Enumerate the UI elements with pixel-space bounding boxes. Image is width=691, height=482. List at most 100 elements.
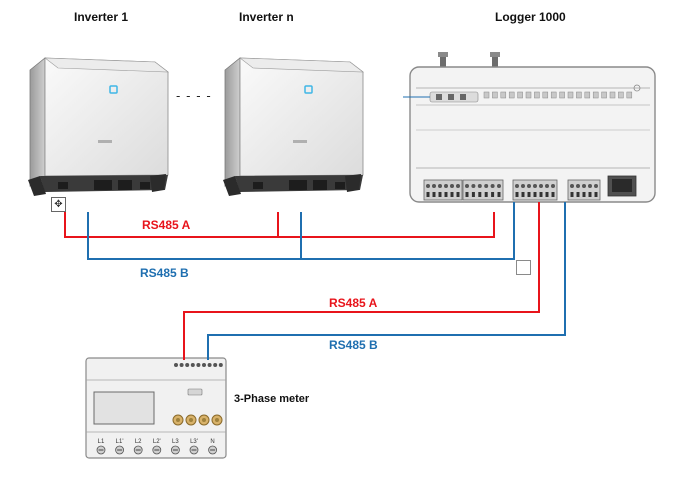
logger-wire-slot [456, 192, 460, 197]
logger-wire-slot [545, 192, 549, 197]
logger-indicator [576, 91, 582, 99]
top-rs485-b-label: RS485 B [140, 266, 189, 280]
logger-wire-slot [471, 192, 475, 197]
logger-wire-slot [491, 192, 495, 197]
meter-top-screw [174, 363, 178, 367]
logger-screw [477, 184, 482, 188]
logger-indicator [492, 91, 498, 99]
logger-wire-slot [539, 192, 543, 197]
logger-screw [582, 184, 586, 188]
square-handle-icon[interactable] [516, 260, 531, 275]
logger-wire-slot [582, 192, 586, 197]
meter-rs485-a-label: RS485 A [329, 296, 378, 310]
meter-adjustment-knobs [172, 414, 223, 426]
logger-indicator [542, 91, 549, 99]
inverter-1-label: Inverter 1 [74, 10, 129, 24]
logger-indicator [550, 91, 557, 99]
logger-indicator [559, 91, 565, 99]
logger-wire-slot [497, 192, 501, 197]
logger-screw [465, 184, 469, 188]
logger-screw [594, 184, 598, 188]
inverter-n-device [223, 57, 364, 196]
logger-indicator [508, 91, 515, 99]
meter-top-screw [190, 363, 195, 367]
wire-top-rs485-b [87, 202, 515, 260]
logger-indicator [517, 91, 523, 99]
logger-screw [444, 184, 448, 188]
meter-knob-center [215, 418, 219, 422]
meter-knob-center [202, 418, 206, 422]
logger-indicator [534, 91, 540, 99]
logger-wire-slot [478, 192, 482, 197]
logger-screw [432, 184, 436, 188]
logger-wire-slot [432, 192, 436, 197]
logger-screw [545, 184, 549, 188]
logger-wire-slot [551, 192, 555, 197]
logger-screw [471, 184, 476, 188]
logger-screw [527, 184, 531, 188]
logger-indicator [483, 91, 490, 99]
logger-label: Logger 1000 [495, 10, 566, 24]
logger-screw [570, 184, 574, 188]
wire-meter-rs485-b [207, 202, 566, 360]
logger-screw [515, 184, 519, 188]
meter-top-screw [207, 363, 212, 367]
logger-indicator [592, 91, 599, 99]
move-cross-icon[interactable]: ✥ [51, 197, 66, 212]
logger-wire-slot [588, 192, 592, 197]
meter-terminal-label: L3' [190, 439, 198, 445]
meter-terminal-label: L1 [98, 439, 105, 445]
logger-wire-slot [594, 192, 598, 197]
logger-wire-slot [465, 192, 469, 197]
logger-indicator [601, 91, 607, 99]
logger-screw [497, 184, 501, 188]
meter-top-screw [196, 363, 201, 367]
logger-wire-slot [570, 192, 574, 197]
logger-screw [521, 184, 525, 188]
logger-wire-slot [533, 192, 537, 197]
logger-indicator [618, 91, 624, 99]
logger-screw [484, 184, 489, 188]
logger-indicator [525, 91, 532, 99]
inverter-n-label: Inverter n [239, 10, 294, 24]
inverter-1-device [28, 57, 169, 196]
meter-top-screw [185, 363, 190, 367]
logger-wire-slot [450, 192, 454, 197]
meter-top-screw [213, 363, 218, 367]
meter-terminal-label: L3 [172, 439, 179, 445]
logger-indicator [609, 91, 616, 99]
logger-device [403, 52, 656, 203]
logger-screw [490, 184, 495, 188]
meter-knob-center [189, 418, 193, 422]
logger-screw [588, 184, 592, 188]
logger-screw [539, 184, 543, 188]
meter-top-screw [202, 363, 206, 367]
logger-indicator [567, 91, 574, 99]
meter-label: 3-Phase meter [234, 393, 310, 405]
logger-indicator [500, 91, 507, 99]
logger-screw [551, 184, 555, 188]
meter-top-screw [179, 363, 184, 367]
logger-screw [426, 184, 430, 188]
meter-knob-center [176, 418, 180, 422]
logger-screw [576, 184, 580, 188]
logger-indicator [584, 91, 591, 99]
logger-indicator-row [483, 91, 633, 99]
logger-wire-slot [438, 192, 442, 197]
logger-wire-slot [576, 192, 580, 197]
logger-screw [533, 184, 537, 188]
logger-wire-slot [484, 192, 488, 197]
inverter-gap-dashes: - - - - [176, 89, 212, 103]
logger-screw [456, 184, 460, 188]
logger-screw [450, 184, 454, 188]
logger-terminal-screws [426, 184, 598, 197]
logger-wire-slot [521, 192, 525, 197]
meter-terminal-label: L2 [135, 439, 142, 445]
meter-terminal-label: L2' [153, 439, 161, 445]
meter-communication-terminals [174, 363, 223, 367]
meter-rs485-b-label: RS485 B [329, 338, 378, 352]
meter-terminal-label: L1' [116, 439, 124, 445]
